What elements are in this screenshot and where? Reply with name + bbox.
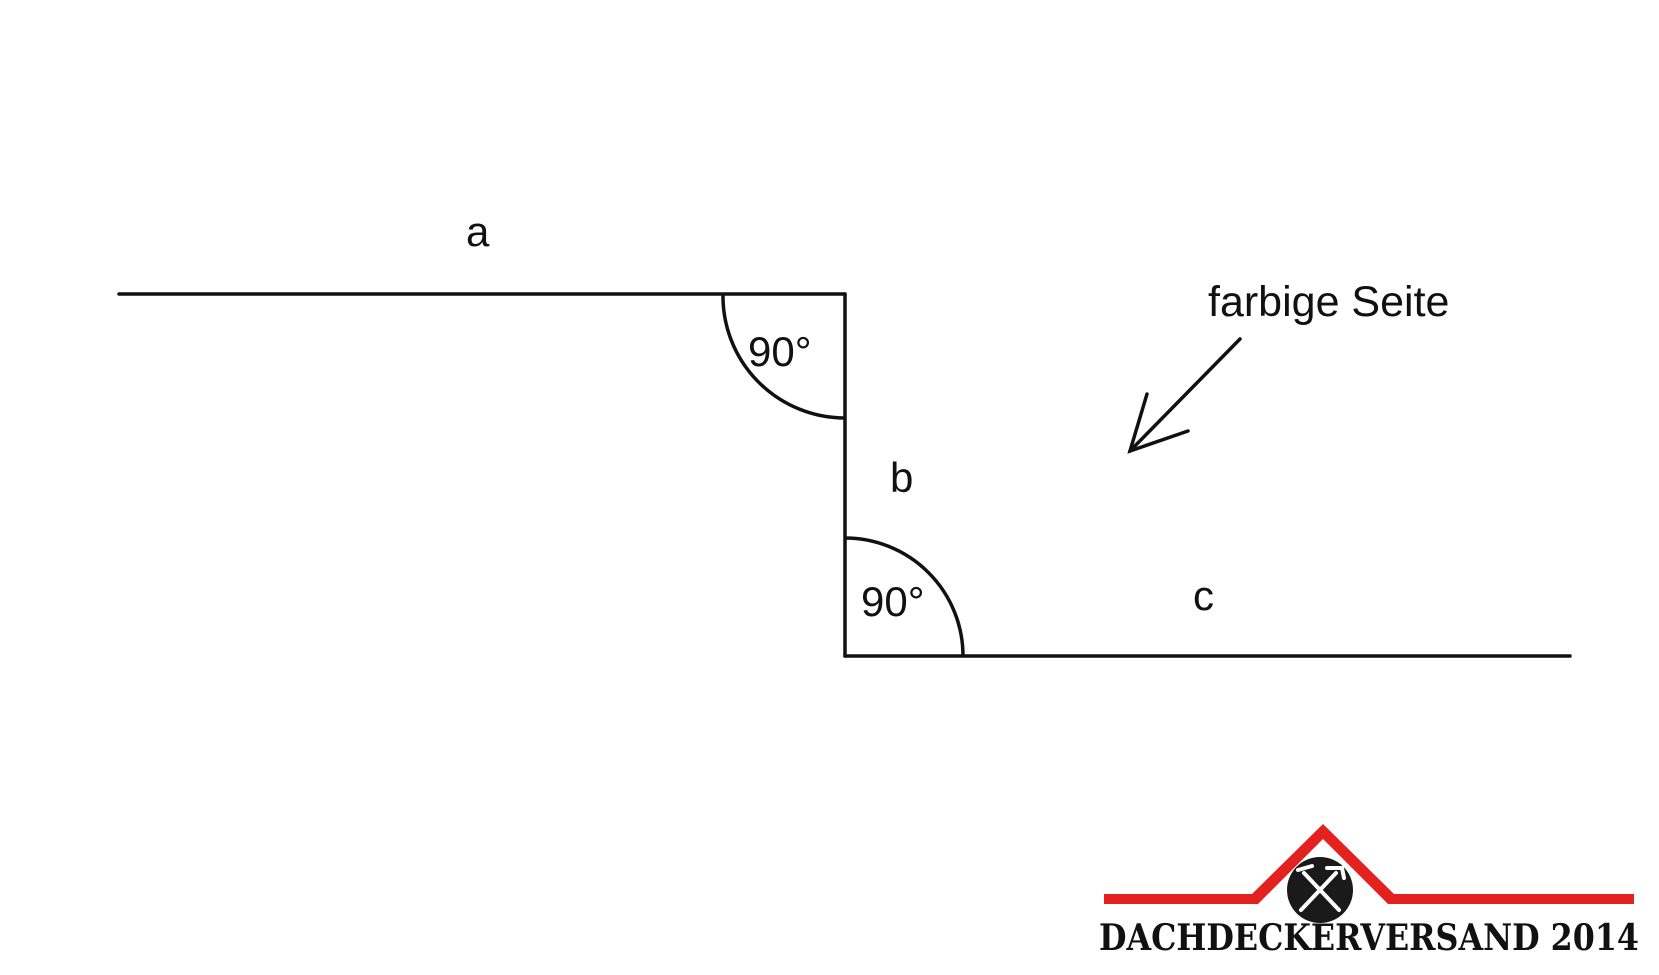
angle-label-bottom: 90° [861,578,925,625]
side-b-label: b [890,454,913,501]
logo-wordmark: DACHDECKERVERSAND 2014 [1099,917,1639,959]
angle-label-top: 90° [748,328,812,375]
side-c-label: c [1193,572,1214,619]
company-logo: DACHDECKERVERSAND 2014 [1099,824,1639,959]
side-a-label: a [466,208,490,255]
note-label: farbige Seite [1208,278,1449,326]
pointer-arrow-icon [1127,337,1242,454]
angle-arc-bottom [844,536,965,657]
logo-roof [1104,824,1634,904]
hammer-and-axe-icon [1296,864,1346,912]
angle-arc-top [721,293,846,420]
